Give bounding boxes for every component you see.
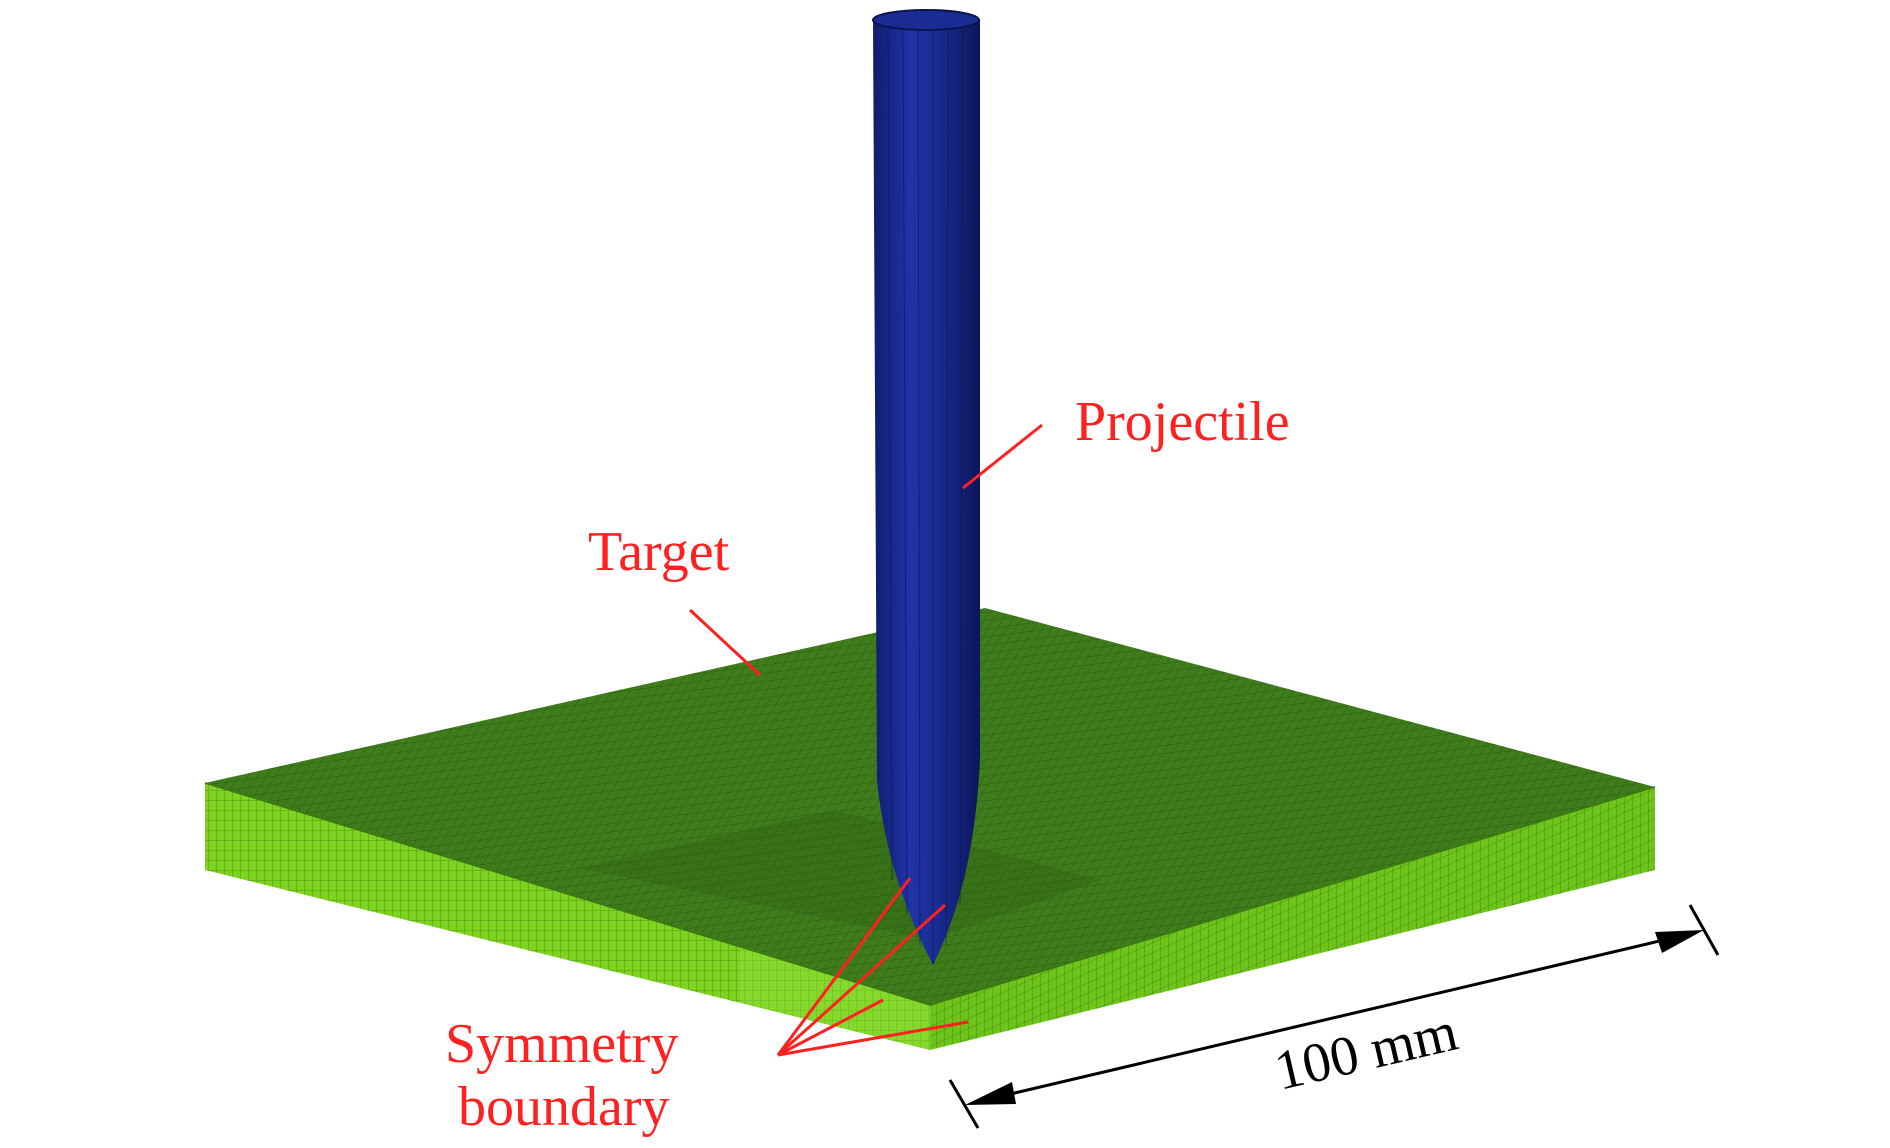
symmetry-leader-lines	[776, 877, 969, 1057]
dimension-tick-left	[948, 1079, 980, 1129]
dimension-label: 100 mm	[1269, 1001, 1463, 1103]
dimension-arrow-left	[965, 1082, 1016, 1105]
target-label: Target	[588, 521, 730, 583]
target-refined-zone	[740, 946, 930, 1050]
symmetry-label-line1: Symmetry	[445, 1013, 678, 1075]
projectile-rod	[872, 9, 980, 965]
target-left-side	[205, 783, 930, 1050]
dimension-arrow-right	[1655, 930, 1704, 953]
projectile-label: Projectile	[1075, 391, 1290, 453]
projectile-top-cap	[872, 9, 980, 31]
target-leader-line	[688, 608, 762, 677]
symmetry-label-line2: boundary	[458, 1076, 670, 1138]
target-inner-quarter	[580, 810, 1100, 940]
projectile-leader-line	[962, 423, 1043, 490]
target-right-side	[930, 787, 1655, 1050]
dimension-line	[984, 933, 1686, 1102]
dimension-indicator	[948, 904, 1720, 1129]
projectile-body	[873, 20, 980, 965]
